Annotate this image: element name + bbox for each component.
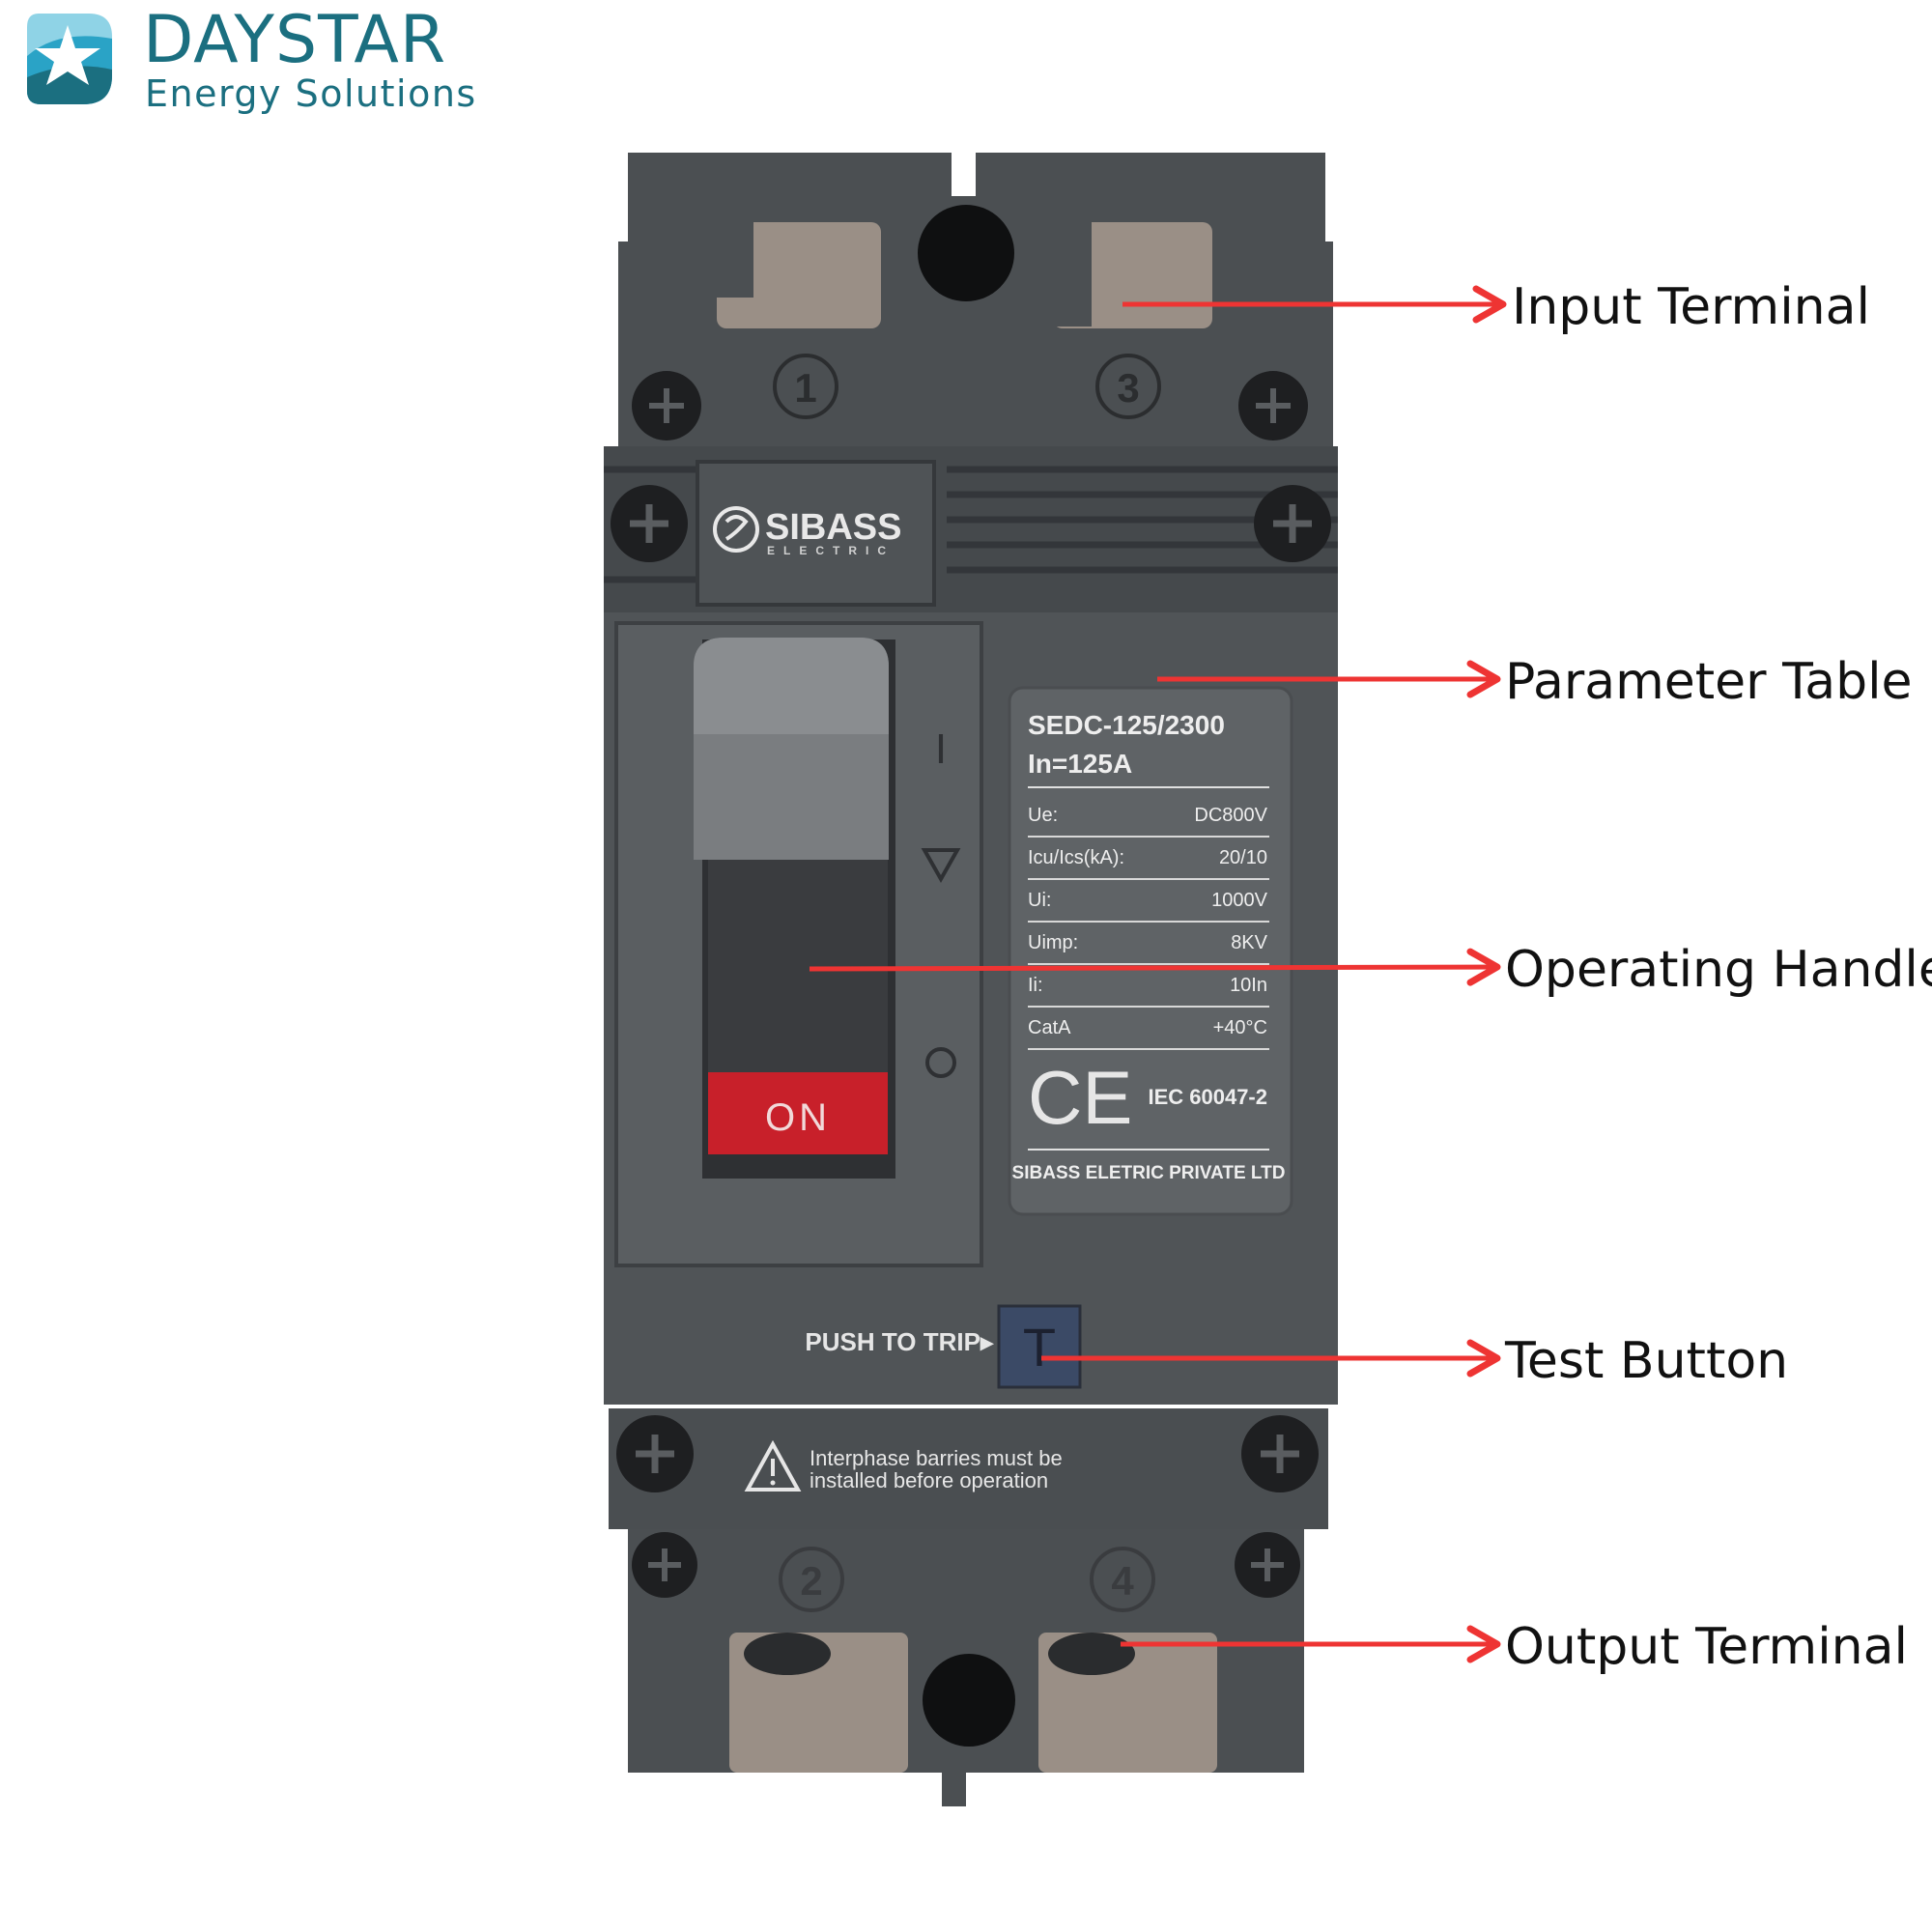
callout-operating-handle: Operating Handle [809, 941, 1932, 999]
header-band: SIBASS ELECTRIC [604, 446, 1338, 612]
screw-icon [1238, 371, 1308, 440]
terminal-number: 3 [1117, 365, 1139, 411]
screw-icon [1235, 1532, 1300, 1598]
model-number: SEDC-125/2300 [1028, 710, 1225, 740]
parameter-key: Uimp: [1028, 932, 1078, 953]
screw-icon [611, 485, 688, 562]
parameter-value: +40°C [1213, 1017, 1267, 1038]
test-button[interactable]: T [997, 1304, 1082, 1389]
callout-label: Input Terminal [1512, 278, 1870, 336]
screw-icon [632, 1532, 697, 1598]
parameter-value: 10In [1230, 975, 1267, 996]
terminal-number-badge [779, 1547, 844, 1612]
operating-handle[interactable] [694, 638, 889, 860]
handle-housing: ON I [614, 621, 983, 1267]
screw-icon [1254, 485, 1331, 562]
screw-icon [1241, 1415, 1319, 1492]
screw-icon [616, 1415, 694, 1492]
terminal-number: 1 [794, 365, 816, 411]
maker-sub: ELECTRIC [767, 544, 895, 557]
warning-triangle-icon [744, 1439, 802, 1492]
circuit-breaker: 1 3 [604, 153, 1338, 1806]
parameter-value: 8KV [1231, 932, 1267, 953]
terminal-number: 4 [1111, 1558, 1134, 1604]
on-position-marker: I [935, 725, 947, 773]
parameter-value: 1000V [1211, 890, 1267, 911]
maker-logo: SIBASS [765, 507, 901, 548]
callout-input-terminal: Input Terminal [1122, 278, 1870, 336]
terminal-number-badge [1090, 1547, 1155, 1612]
standard-label: IEC 60047-2 [1148, 1085, 1267, 1109]
terminal-number-badge [773, 354, 838, 419]
rating-plate: SEDC-125/2300 In=125A Ue: DC800V Icu/Ics(k… [1008, 686, 1293, 1216]
warning-text-line1: Interphase barries must be [810, 1446, 1063, 1470]
parameter-key: Ii: [1028, 975, 1043, 996]
parameter-value: 20/10 [1219, 847, 1267, 868]
daystar-logo: DAYSTAR Energy Solutions [27, 2, 477, 115]
terminal-number: 2 [800, 1558, 822, 1604]
callout-label: Parameter Table [1505, 653, 1913, 711]
sibass-emblem-icon [713, 506, 759, 553]
bottom-center-hole [923, 1654, 1015, 1747]
screw-icon [632, 371, 701, 440]
output-terminal-block: 2 4 [628, 1529, 1304, 1806]
callout-label: Operating Handle [1505, 941, 1932, 999]
parameter-key: Ui: [1028, 890, 1051, 911]
parameter-key: CatA [1028, 1017, 1071, 1038]
top-center-hole [918, 205, 1014, 301]
lower-band: Interphase barries must be installed bef… [609, 1408, 1328, 1529]
parameter-key: Ue: [1028, 805, 1058, 826]
indicator-dot-icon [925, 1047, 956, 1078]
brand-name: DAYSTAR [143, 2, 446, 78]
manufacturer-label: SIBASS ELETRIC PRIVATE LTD [1012, 1163, 1286, 1183]
warning-text-line2: installed before operation [810, 1468, 1048, 1492]
callout-arrow [809, 948, 1501, 986]
rated-current: In=125A [1028, 749, 1132, 779]
test-button-letter: T [1023, 1317, 1056, 1378]
on-label: ON [765, 1096, 831, 1139]
callout-label: Output Terminal [1505, 1618, 1908, 1676]
push-to-trip-label: PUSH TO TRIP▸ [805, 1327, 994, 1356]
parameter-value: DC800V [1194, 805, 1267, 826]
callout-label: Test Button [1504, 1332, 1788, 1390]
ce-mark: CE [1028, 1055, 1132, 1140]
callout-test-button: Test Button [1041, 1332, 1788, 1390]
callout-parameter-table: Parameter Table [1157, 653, 1913, 711]
down-arrow-icon [921, 848, 961, 884]
parameter-key: Icu/Ics(kA): [1028, 847, 1124, 868]
brand-tagline: Energy Solutions [145, 72, 477, 115]
callout-output-terminal: Output Terminal [1121, 1618, 1908, 1676]
star-emblem-icon [27, 14, 112, 104]
terminal-number-badge [1095, 354, 1161, 419]
